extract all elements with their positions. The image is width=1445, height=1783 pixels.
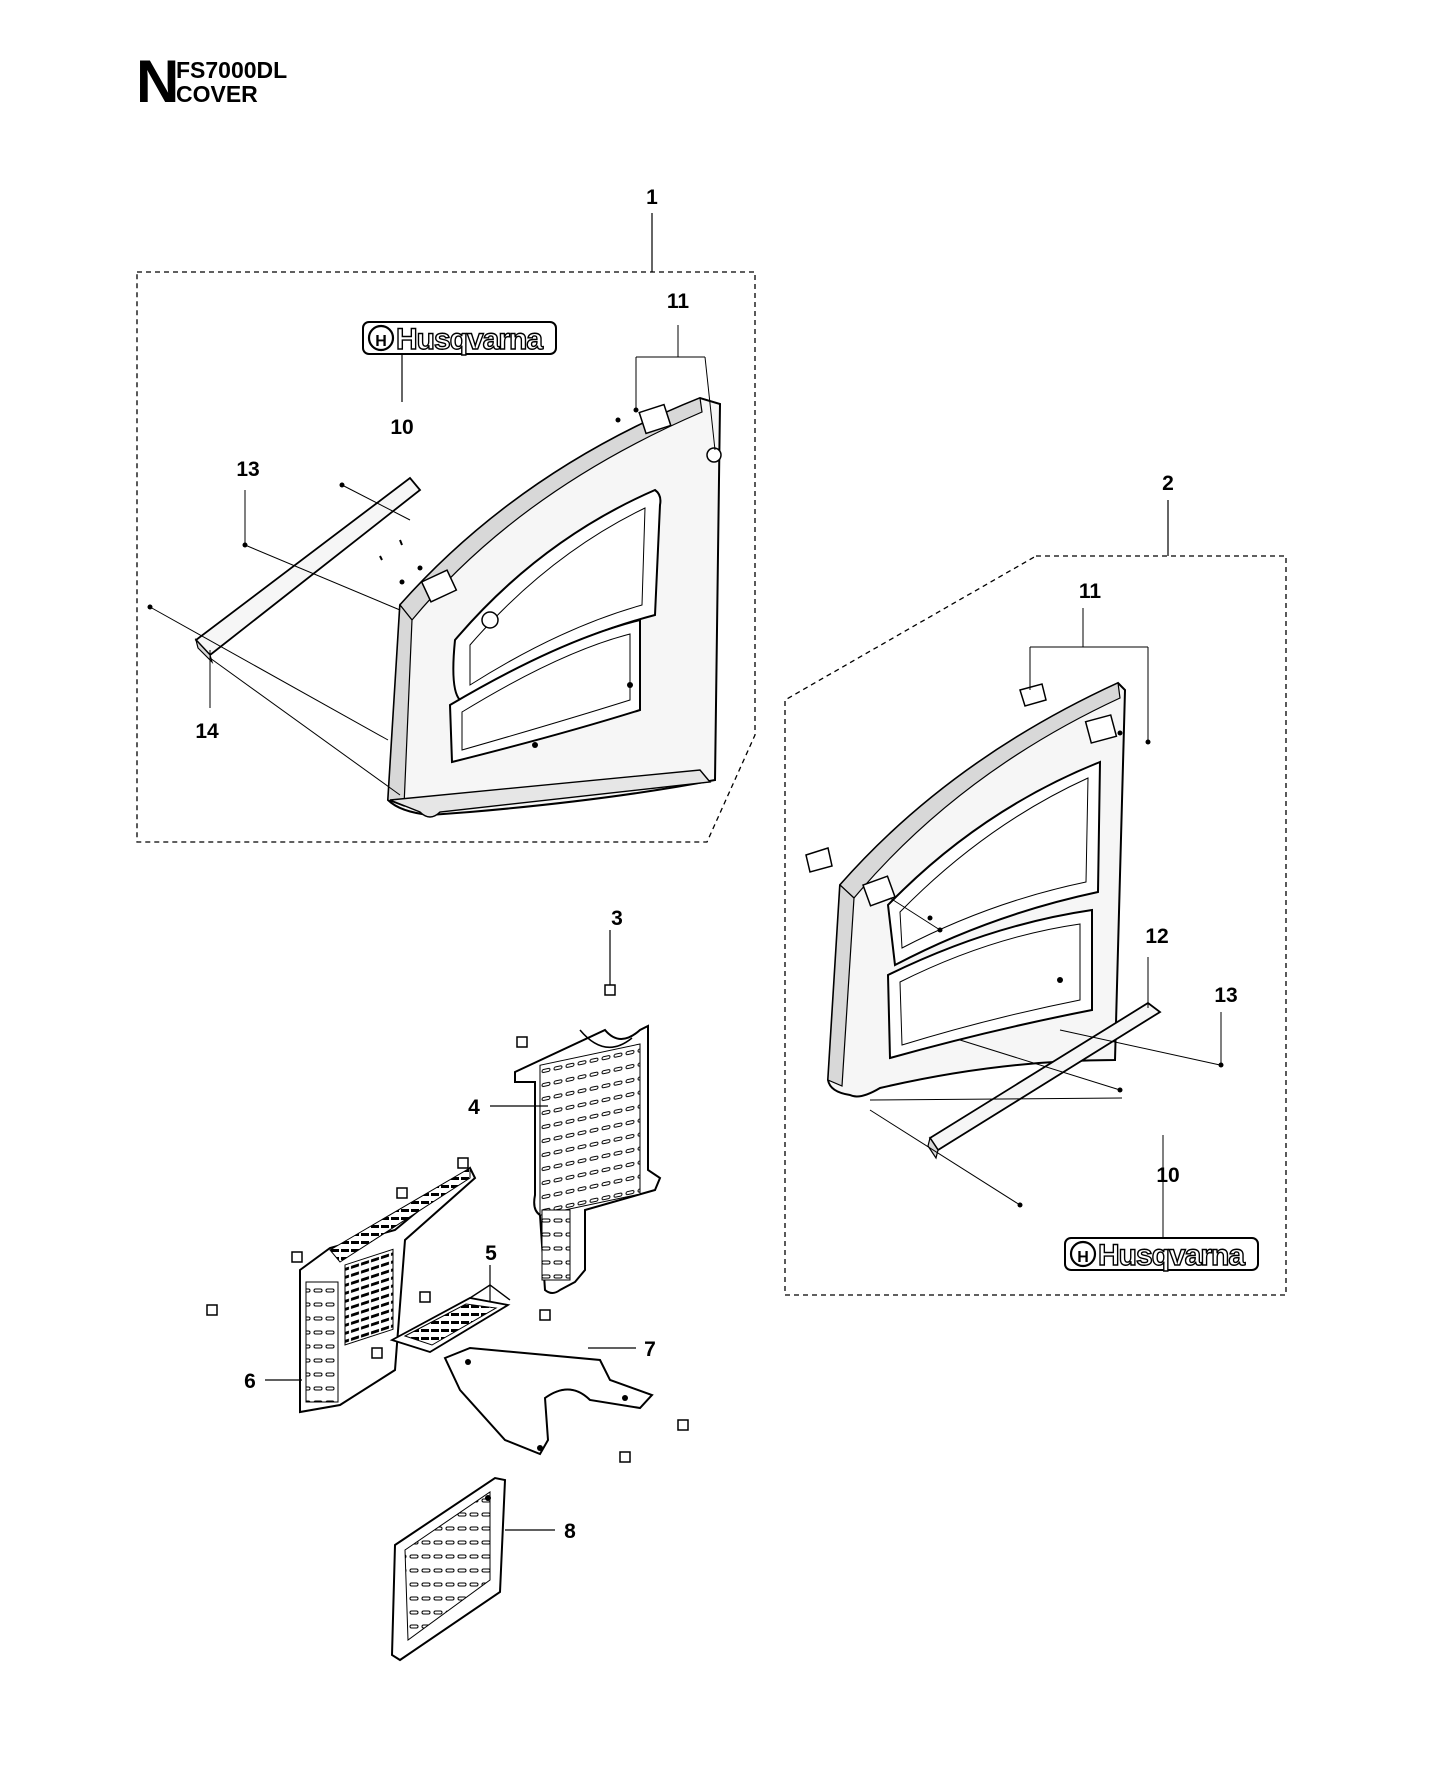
section-letter: N bbox=[136, 48, 180, 115]
svg-text:H: H bbox=[375, 333, 387, 350]
model-number: FS7000DL bbox=[176, 57, 288, 83]
left-side-panel bbox=[386, 396, 722, 818]
callout-13-left: 13 bbox=[236, 458, 259, 481]
assembly-2-right-cover: H Husqvarna bbox=[784, 500, 1287, 1296]
callout-13-right: 13 bbox=[1214, 984, 1237, 1007]
left-fastener-lines bbox=[149, 325, 716, 796]
right-side-panel bbox=[805, 681, 1127, 1098]
left-panel-trim-strip bbox=[194, 476, 422, 665]
callout-6: 6 bbox=[244, 1370, 256, 1393]
section-title: COVER bbox=[176, 81, 258, 107]
callout-8: 8 bbox=[564, 1520, 576, 1543]
part-5-bracket bbox=[389, 1284, 511, 1353]
lower-leader-lines bbox=[265, 930, 636, 1531]
callout-12: 12 bbox=[1145, 925, 1168, 948]
callout-1: 1 bbox=[646, 186, 658, 209]
callout-7: 7 bbox=[644, 1338, 656, 1361]
assembly-2-boundary bbox=[784, 555, 1287, 1296]
left-screws bbox=[147, 407, 639, 610]
callout-11-right: 11 bbox=[1079, 580, 1102, 603]
lower-guard-parts bbox=[206, 930, 689, 1662]
part-4-vertical-guard bbox=[514, 1024, 662, 1294]
lower-bolts bbox=[206, 984, 689, 1463]
husqvarna-logo-decal-left: H Husqvarna bbox=[362, 321, 557, 357]
callout-4: 4 bbox=[468, 1096, 480, 1119]
callout-11-left: 11 bbox=[667, 290, 690, 313]
husqvarna-logo-decal-right: H Husqvarna bbox=[1064, 1237, 1259, 1273]
logo-text: Husqvarna bbox=[396, 323, 543, 356]
callout-14: 14 bbox=[195, 720, 219, 743]
part-8-front-grille bbox=[390, 1476, 507, 1662]
callout-2: 2 bbox=[1162, 472, 1174, 495]
right-screws bbox=[927, 730, 1224, 1208]
assembly-1-left-cover: H Husqvarna bbox=[136, 213, 756, 843]
callout-numbers: 1 2 3 4 5 6 7 8 10 10 11 11 12 13 13 14 bbox=[195, 186, 1237, 1543]
callout-10-left: 10 bbox=[390, 416, 413, 439]
part-6-side-grille bbox=[299, 1166, 477, 1414]
logo-text-right: Husqvarna bbox=[1098, 1239, 1245, 1272]
callout-3: 3 bbox=[611, 907, 623, 930]
callout-5: 5 bbox=[485, 1242, 497, 1265]
svg-text:H: H bbox=[1077, 1249, 1089, 1266]
part-7-base-plate bbox=[443, 1346, 654, 1456]
right-fastener-lines bbox=[869, 608, 1222, 1248]
callout-10-right: 10 bbox=[1156, 1164, 1179, 1187]
